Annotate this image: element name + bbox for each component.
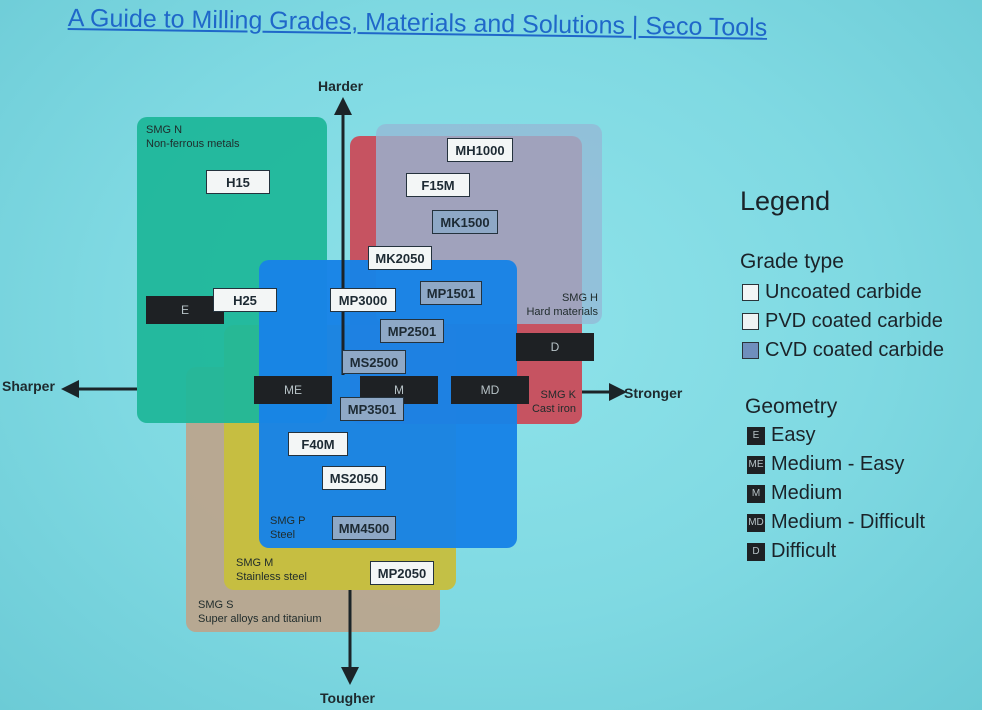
grade-box-ms2050: MS2050 (322, 466, 386, 490)
swatch-uncoated (742, 284, 759, 301)
axis-sharper-label: Sharper (2, 378, 55, 394)
grade-box-mp3000: MP3000 (330, 288, 396, 312)
axis-tougher-label: Tougher (320, 690, 375, 706)
axis-harder-label: Harder (318, 78, 364, 94)
region-k-code: SMG K (540, 389, 576, 401)
legend-grade-uncoated: Uncoated carbide (742, 281, 922, 304)
geometry-mark-d: D (516, 333, 594, 361)
legend-geometry-easy-label: Easy (771, 424, 816, 446)
legend-geometry-difficult: D Difficult (747, 540, 836, 563)
region-p-label: SMG P Steel (270, 514, 305, 542)
legend-geometry-medium-difficult-label: Medium - Difficult (771, 511, 926, 533)
region-n-label: SMG N Non-ferrous metals (146, 123, 240, 151)
legend-geometry-title: Geometry (745, 395, 838, 418)
legend-geometry-medium-easy: ME Medium - Easy (747, 453, 904, 476)
legend-geometry-medium-label: Medium (771, 482, 843, 504)
grade-box-mk2050: MK2050 (368, 246, 432, 270)
legend-grade-pvd-label: PVD coated carbide (765, 310, 943, 332)
legend-grade-cvd-label: CVD coated carbide (765, 339, 944, 361)
legend-geometry-medium-difficult: MD Medium - Difficult (747, 511, 925, 534)
grade-box-h15: H15 (206, 170, 270, 194)
legend-grade-type-title: Grade type (740, 250, 844, 273)
geometry-mark-me: ME (254, 376, 332, 404)
region-s-name: Super alloys and titanium (198, 613, 322, 625)
grade-box-h25: H25 (213, 288, 277, 312)
grade-box-f15m: F15M (406, 173, 470, 197)
region-h-name: Hard materials (526, 306, 598, 318)
region-k-name: Cast iron (531, 403, 576, 415)
legend-grade-pvd: PVD coated carbide (742, 310, 943, 333)
grade-box-mk1500: MK1500 (432, 210, 498, 234)
region-h-code: SMG H (561, 292, 598, 304)
legend-geometry-medium: M Medium (747, 482, 842, 505)
geometry-m-icon: M (747, 484, 765, 503)
grade-box-mp2501: MP2501 (380, 319, 444, 343)
legend-geometry-easy: E Easy (747, 424, 815, 447)
geometry-mark-e: E (146, 296, 224, 324)
grade-box-ms2500: MS2500 (342, 350, 406, 374)
region-m-name: Stainless steel (236, 571, 307, 583)
grade-box-mp3501: MP3501 (340, 397, 404, 421)
grade-box-mp1501: MP1501 (420, 281, 482, 305)
region-s-label: SMG S Super alloys and titanium (198, 598, 322, 626)
grade-box-f40m: F40M (288, 432, 348, 456)
region-k-label: SMG K Cast iron (520, 388, 576, 416)
region-s-code: SMG S (198, 599, 234, 611)
region-n-name: Non-ferrous metals (146, 138, 240, 150)
region-p-code: SMG P (270, 515, 306, 527)
grade-box-mm4500: MM4500 (332, 516, 396, 540)
region-h-label: SMG H Hard materials (518, 291, 598, 319)
geometry-md-icon: MD (747, 513, 765, 532)
geometry-d-icon: D (747, 542, 765, 561)
region-m-code: SMG M (236, 557, 274, 569)
swatch-cvd (742, 342, 759, 359)
legend-grade-cvd: CVD coated carbide (742, 339, 944, 362)
legend-geometry-medium-easy-label: Medium - Easy (771, 453, 905, 475)
legend-grade-uncoated-label: Uncoated carbide (765, 281, 922, 303)
swatch-pvd (742, 313, 759, 330)
geometry-mark-md: MD (451, 376, 529, 404)
region-p-name: Steel (270, 529, 296, 541)
axis-stronger-label: Stronger (624, 385, 683, 401)
region-n-code: SMG N (146, 124, 183, 136)
geometry-me-icon: ME (747, 455, 765, 474)
legend-title: Legend (740, 186, 831, 216)
region-m-label: SMG M Stainless steel (236, 556, 307, 584)
grade-box-mh1000: MH1000 (447, 138, 513, 162)
geometry-e-icon: E (747, 426, 765, 445)
grade-box-mp2050: MP2050 (370, 561, 434, 585)
legend-geometry-difficult-label: Difficult (771, 540, 837, 562)
